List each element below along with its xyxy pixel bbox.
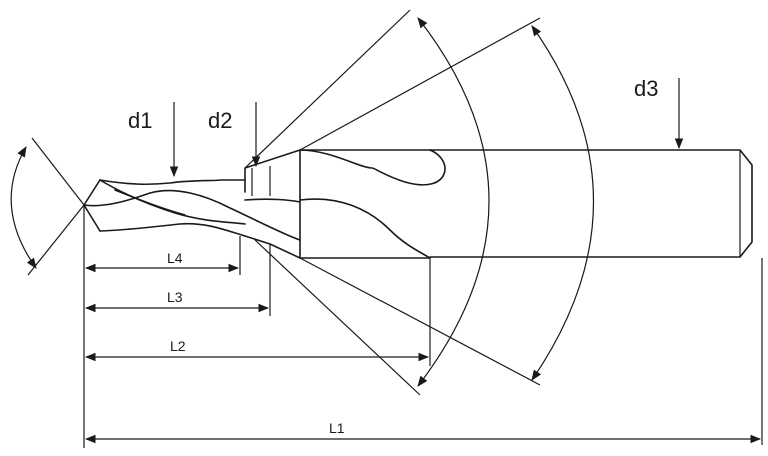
point-angle-line-lower (27, 204, 85, 276)
flute-3 (114, 189, 186, 216)
pilot-top-outline (99, 179, 246, 186)
d2-label: d2 (208, 108, 232, 133)
drill-body (83, 149, 753, 259)
diameter-callouts: d1 d2 d3 (128, 76, 684, 178)
pilot-tip (83, 179, 101, 232)
d3-label: d3 (634, 76, 658, 101)
point-angle-arc (10, 146, 37, 269)
step-angle-arc (417, 17, 490, 387)
flute-2 (83, 189, 301, 241)
flute-5 (244, 198, 301, 203)
shank-outline (429, 149, 753, 258)
d1-label: d1 (128, 108, 152, 133)
l1-label: L1 (329, 420, 345, 436)
body-angle (299, 17, 594, 386)
l4-label: L4 (167, 250, 183, 266)
step-angle-line-upper (244, 9, 411, 169)
body-angle-line-upper (299, 17, 541, 151)
point-angle-line-upper (31, 137, 85, 206)
step-outline (244, 149, 301, 259)
shank-flute-runout (299, 149, 446, 186)
l3-label: L3 (167, 289, 183, 305)
l2-label: L2 (170, 338, 186, 354)
step-angle-line-lower (254, 239, 421, 396)
flute-4 (299, 198, 431, 259)
body-angle-arc (531, 25, 594, 381)
body-angle-line-lower (299, 257, 541, 386)
point-angle (10, 137, 85, 276)
step-angle (244, 9, 490, 396)
length-dimensions: L4 L3 L2 L1 (84, 250, 762, 444)
extension-lines (83, 205, 763, 448)
pilot-bottom-outline (99, 222, 246, 237)
flute-1 (99, 179, 246, 225)
